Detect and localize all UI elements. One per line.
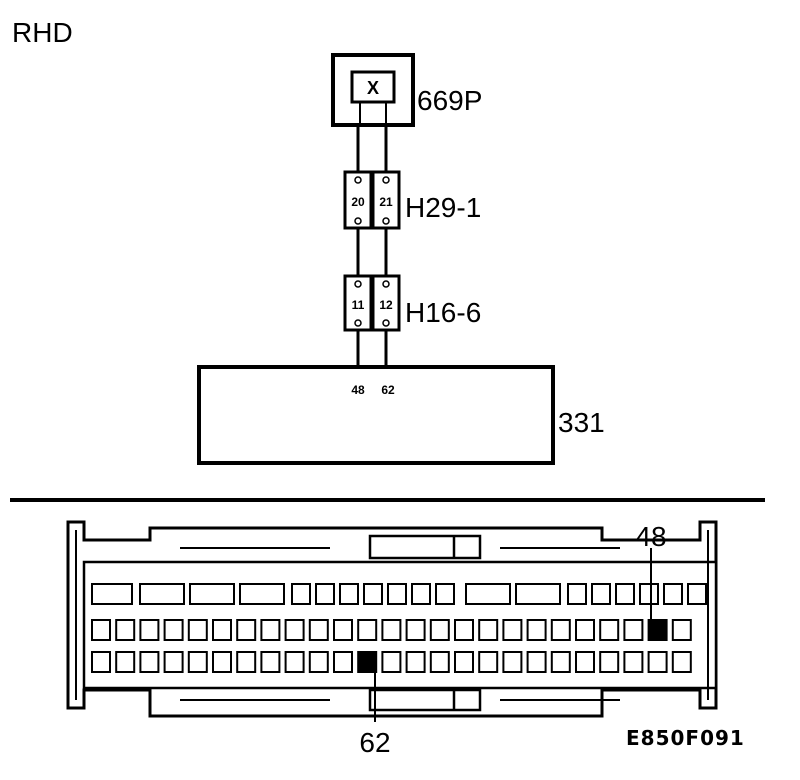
cavity-middle-row	[187, 619, 208, 641]
cavity-middle-row	[599, 619, 620, 641]
cavity-bottom-row	[333, 651, 353, 673]
cavity-bottom-row	[308, 651, 329, 673]
cavity-middle-row	[429, 619, 450, 641]
cavity-top-row	[387, 583, 407, 605]
cavity-bottom-row	[284, 651, 305, 673]
cavity-top-row	[591, 583, 611, 605]
cavity-middle-row	[454, 619, 474, 641]
variant-label: RHD	[12, 17, 73, 48]
cavity-middle-row	[284, 619, 305, 641]
cavity-top-row	[339, 583, 359, 605]
cavity-pin-48	[647, 619, 668, 641]
cavity-top-row	[615, 583, 635, 605]
cavity-top-row	[663, 583, 683, 605]
switch-label: 669P	[417, 85, 482, 116]
cavity-middle-row	[308, 619, 329, 641]
switch-symbol: X	[367, 78, 379, 98]
cavity-top-row	[435, 583, 455, 605]
cavity-middle-row	[260, 619, 281, 641]
callout-48-label: 48	[635, 521, 666, 552]
wires	[356, 125, 388, 367]
pin-20-label: 20	[351, 195, 365, 209]
cavity-middle-row	[236, 619, 257, 641]
cavity-bottom-row	[454, 651, 474, 673]
cavity-bottom-row	[187, 651, 208, 673]
cavity-bottom-row	[526, 651, 547, 673]
figure-code: E850F091	[626, 726, 745, 750]
cavity-middle-row	[139, 619, 160, 641]
cavity-middle-row	[212, 619, 232, 641]
cavity-top-row	[411, 583, 431, 605]
callout-pin-48: 48	[635, 521, 667, 624]
cavity-middle-row	[357, 619, 378, 641]
cavity-top-row	[315, 583, 335, 605]
pin-12-label: 12	[379, 298, 393, 312]
cavity-bottom-row	[212, 651, 232, 673]
cavity-bottom-row	[671, 651, 692, 673]
cavity-top-row	[189, 583, 235, 605]
cavity-top-row	[567, 583, 587, 605]
cavity-middle-row	[163, 619, 184, 641]
cavity-middle-row	[575, 619, 595, 641]
pin-21-label: 21	[379, 195, 393, 209]
cavity-top-row	[239, 583, 285, 605]
cavity-bottom-row	[502, 651, 523, 673]
module-label: 331	[558, 407, 605, 438]
switch-669p: X	[331, 53, 415, 127]
cavity-bottom-row	[599, 651, 620, 673]
connector-h29-1: 20 21	[343, 170, 401, 230]
cavity-middle-row	[502, 619, 523, 641]
cavity-pin-62	[357, 651, 378, 673]
cavity-bottom-row	[405, 651, 426, 673]
cavity-top-row	[291, 583, 311, 605]
cavity-bottom-row	[575, 651, 595, 673]
cavity-top-row	[639, 583, 659, 605]
cavity-middle-row	[333, 619, 353, 641]
connector-face-view	[66, 520, 718, 718]
module-pin-62-label: 62	[381, 383, 395, 397]
cavity-bottom-row	[91, 651, 111, 673]
cavity-middle-row	[671, 619, 692, 641]
cavity-bottom-row	[478, 651, 499, 673]
cavity-bottom-row	[139, 651, 160, 673]
module-331: 48 62	[197, 365, 555, 465]
cavity-bottom-row	[236, 651, 257, 673]
connector-cavities	[91, 583, 707, 673]
cavity-middle-row	[115, 619, 136, 641]
cavity-middle-row	[478, 619, 499, 641]
cavity-middle-row	[623, 619, 644, 641]
cavity-bottom-row	[623, 651, 644, 673]
cavity-top-row	[363, 583, 383, 605]
cavity-bottom-row	[429, 651, 450, 673]
cavity-top-row	[465, 583, 511, 605]
cavity-middle-row	[526, 619, 547, 641]
cavity-middle-row	[381, 619, 402, 641]
pin-11-label: 11	[352, 298, 365, 312]
cavity-bottom-row	[550, 651, 571, 673]
cavity-bottom-row	[260, 651, 281, 673]
connector-h16-6: 11 12	[343, 274, 401, 332]
callout-pin-62: 62	[359, 668, 391, 758]
cavity-bottom-row	[163, 651, 184, 673]
cavity-top-row	[687, 583, 707, 605]
callout-62-label: 62	[359, 727, 390, 758]
cavity-top-row	[91, 583, 133, 605]
cavity-middle-row	[550, 619, 571, 641]
module-pin-48-label: 48	[351, 383, 365, 397]
cavity-middle-row	[91, 619, 111, 641]
cavity-bottom-row	[381, 651, 402, 673]
cavity-middle-row	[405, 619, 426, 641]
cavity-bottom-row	[647, 651, 668, 673]
cavity-top-row	[515, 583, 561, 605]
cavity-bottom-row	[115, 651, 136, 673]
connector-h29-1-label: H29-1	[405, 192, 481, 223]
cavity-top-row	[139, 583, 185, 605]
connector-h16-6-label: H16-6	[405, 297, 481, 328]
